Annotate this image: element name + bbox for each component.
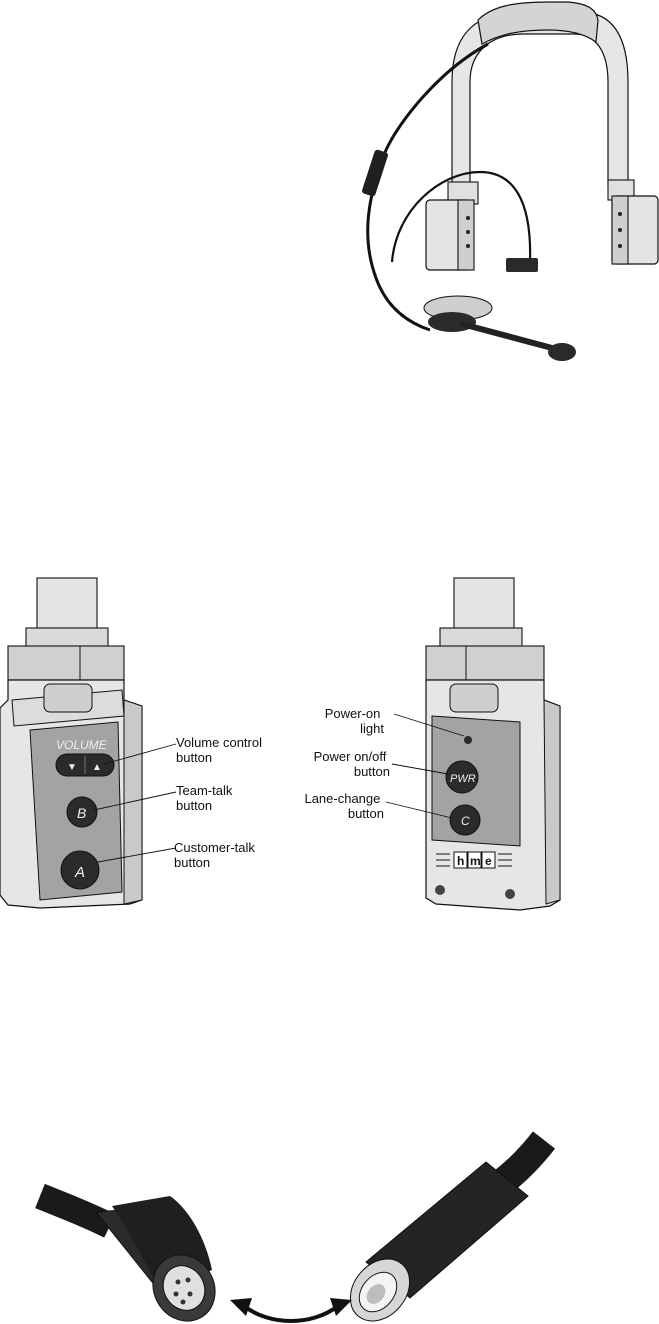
customer-talk-button-letter: A [74, 864, 85, 881]
svg-text:e: e [485, 854, 492, 868]
volume-control-label: Volume control button [176, 735, 266, 765]
volume-down-icon: ▼ [67, 762, 77, 773]
beltpac-front: VOLUME ▼ ▲ B A Volume control button Tea… [0, 578, 266, 908]
customer-talk-label: Customer-talk button [174, 840, 259, 870]
headset-illustration [361, 2, 658, 361]
power-button-text: PWR [450, 773, 476, 785]
connect-arrow-icon [244, 1306, 338, 1321]
beltpac-back: PWR C h m e Power-on light [304, 578, 560, 910]
volume-panel-title: VOLUME [56, 738, 108, 752]
team-talk-label: Team-talk button [176, 783, 236, 813]
power-on-light-label: Power-on light [325, 706, 385, 736]
power-button-label: Power on/off button [314, 749, 390, 779]
power-on-light [464, 736, 472, 744]
connectors [40, 1140, 544, 1324]
svg-text:m: m [470, 854, 481, 868]
hme-logo: h m e [436, 852, 512, 868]
lane-change-label: Lane-change button [304, 791, 384, 821]
svg-text:h: h [457, 854, 464, 868]
lane-change-button-letter: C [461, 814, 470, 828]
team-talk-button-letter: B [77, 805, 86, 821]
volume-up-icon: ▲ [92, 762, 102, 773]
